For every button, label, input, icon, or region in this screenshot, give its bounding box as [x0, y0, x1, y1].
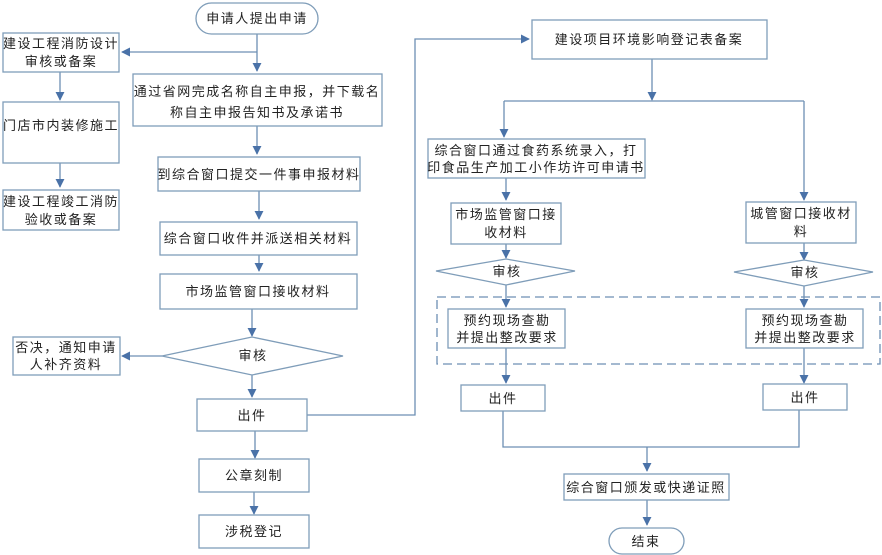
- node-env-filing[interactable]: 建设项目环境影响登记表备案: [531, 19, 768, 60]
- node-end[interactable]: 结束: [608, 527, 685, 555]
- node-inspect-market-line-1: 预约现场查勘: [463, 314, 550, 329]
- node-market-receive-right-line-1: 市场监管窗口接: [455, 207, 557, 223]
- node-inspect-market-line-2: 并提出整改要求: [456, 330, 558, 346]
- node-inspect-urban-line-2: 并提出整改要求: [754, 330, 856, 346]
- node-name-declare-line-2: 称自主申报告知书及承诺书: [170, 105, 344, 121]
- node-issue-urban[interactable]: 出件: [762, 383, 848, 411]
- node-issue-urban-label: 出件: [790, 391, 819, 406]
- node-end-label: 结束: [631, 535, 660, 550]
- node-fire-completion-line-2: 验收或备案: [25, 212, 98, 228]
- node-inspect-urban-line-1: 预约现场查勘: [761, 314, 848, 329]
- node-name-declare[interactable]: 通过省网完成名称自主申报，并下载名 称自主申报告知书及承诺书: [132, 73, 383, 127]
- node-tax[interactable]: 涉税登记: [198, 514, 310, 549]
- node-market-receive-right-line-2: 收材料: [484, 226, 528, 241]
- node-fire-design-line-2: 审核或备案: [25, 54, 98, 70]
- connectors: [55, 34, 809, 526]
- node-receive-dispatch-label: 综合窗口收件并派送相关材料: [164, 231, 353, 247]
- node-reject-line-1: 否决，通知申请: [15, 340, 117, 356]
- node-reject[interactable]: 否决，通知申请 人补齐资料: [12, 336, 121, 376]
- node-review-urban-label: 审核: [790, 266, 819, 281]
- node-issue-market[interactable]: 出件: [460, 384, 546, 412]
- node-review-left-label: 审核: [238, 349, 267, 364]
- node-fire-design-line-1: 建设工程消防设计: [3, 36, 119, 52]
- node-seal[interactable]: 公章刻制: [198, 458, 310, 493]
- node-fire-completion-line-1: 建设工程竣工消防: [3, 194, 119, 210]
- node-submit-materials-label: 到综合窗口提交一件事申报材料: [157, 167, 360, 183]
- node-food-system-line-1: 综合窗口通过食药系统录入，打: [434, 143, 637, 159]
- node-market-receive-left-label: 市场监管窗口接收材料: [185, 284, 330, 300]
- edge-issue-left-to-env-filing: [307, 34, 530, 416]
- node-issue-left-label: 出件: [237, 409, 266, 424]
- edge-merge: [502, 410, 800, 448]
- node-review-market-label: 审核: [492, 265, 521, 280]
- node-certificate-label: 综合窗口颁发或快递证照: [566, 480, 726, 496]
- node-inspect-market[interactable]: 预约现场查勘 并提出整改要求: [447, 308, 566, 349]
- node-fire-completion[interactable]: 建设工程竣工消防 验收或备案: [2, 189, 120, 231]
- node-certificate[interactable]: 综合窗口颁发或快递证照: [563, 473, 730, 501]
- node-receive-dispatch[interactable]: 综合窗口收件并派送相关材料: [159, 221, 358, 256]
- node-seal-label: 公章刻制: [225, 468, 283, 484]
- node-urban-receive-line-1: 城管窗口接收材: [750, 206, 852, 222]
- node-food-system-line-2: 印食品生产加工小作坊许可申请书: [427, 160, 645, 176]
- node-urban-receive[interactable]: 城管窗口接收材 料: [745, 201, 857, 244]
- node-review-left[interactable]: 审核: [161, 336, 344, 376]
- node-name-declare-line-1: 通过省网完成名称自主申报，并下载名: [134, 84, 381, 100]
- node-food-system[interactable]: 综合窗口通过食药系统录入，打 印食品生产加工小作坊许可申请书: [427, 138, 646, 179]
- node-issue-market-label: 出件: [488, 392, 517, 407]
- node-start[interactable]: 申请人提出申请: [195, 2, 319, 35]
- node-market-receive-right[interactable]: 市场监管窗口接 收材料: [450, 202, 562, 245]
- node-review-market[interactable]: 审核: [435, 258, 576, 286]
- node-market-receive-left[interactable]: 市场监管窗口接收材料: [159, 273, 358, 310]
- node-urban-receive-line-2: 料: [794, 225, 809, 240]
- node-review-urban[interactable]: 审核: [733, 259, 874, 287]
- node-renovation[interactable]: 门店市内装修施工: [2, 101, 120, 164]
- node-renovation-label: 门店市内装修施工: [3, 118, 119, 134]
- node-inspect-urban[interactable]: 预约现场查勘 并提出整改要求: [745, 308, 864, 349]
- node-reject-line-2: 人补齐资料: [30, 357, 103, 373]
- inspection-group-border: [436, 296, 881, 365]
- node-tax-label: 涉税登记: [225, 525, 283, 540]
- node-fire-design[interactable]: 建设工程消防设计 审核或备案: [2, 32, 120, 73]
- node-env-filing-label: 建设项目环境影响登记表备案: [555, 32, 744, 48]
- node-start-label: 申请人提出申请: [206, 11, 308, 27]
- node-issue-left[interactable]: 出件: [196, 398, 308, 432]
- node-submit-materials[interactable]: 到综合窗口提交一件事申报材料: [157, 156, 361, 192]
